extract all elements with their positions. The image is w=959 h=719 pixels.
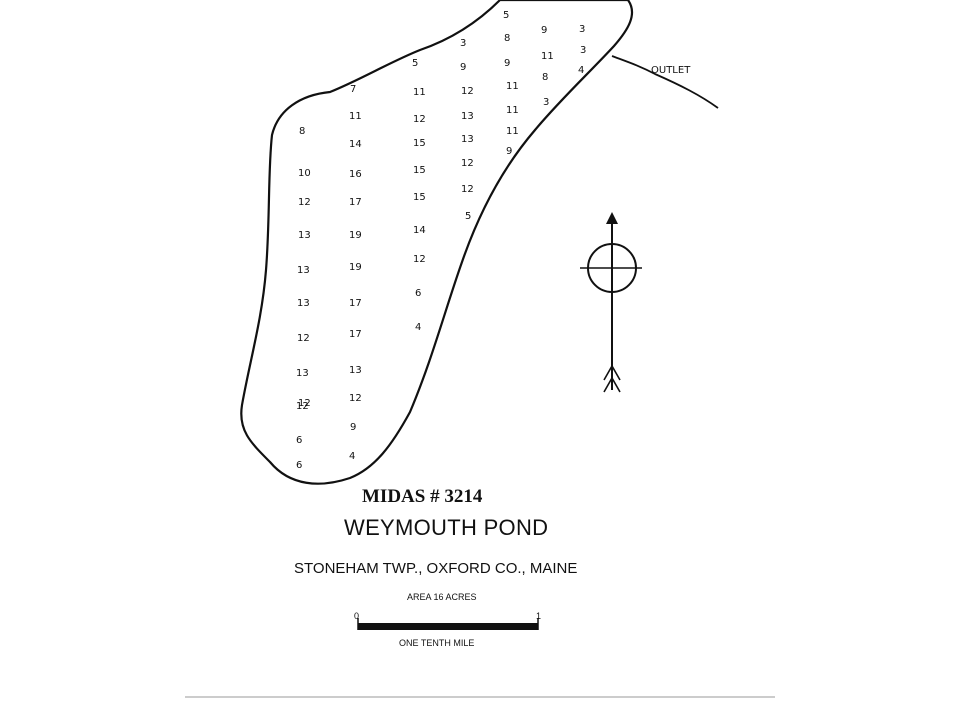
depth-sounding: 7 [350,84,356,95]
depth-sounding: 17 [349,329,362,340]
depth-sounding: 4 [349,451,355,462]
depth-sounding: 15 [413,138,426,149]
depth-sounding: 3 [543,97,549,108]
depth-sounding: 3 [579,24,585,35]
depth-sounding: 6 [415,288,421,299]
scale-end-label: 1 [536,611,542,621]
depth-sounding: 9 [350,422,356,433]
scale-caption: ONE TENTH MILE [399,638,475,648]
depth-sounding: 11 [349,111,362,122]
depth-sounding: 19 [349,262,362,273]
depth-sounding: 9 [460,62,466,73]
depth-sounding: 9 [504,58,510,69]
depth-sounding: 10 [298,168,311,179]
depth-sounding: 11 [541,51,554,62]
depth-sounding: 12 [349,393,362,404]
depth-sounding: 13 [461,134,474,145]
midas-number: MIDAS # 3214 [362,486,483,507]
depth-soundings: 5 9 3 8 9 3 11 4 8 3 3 9 5 11 11 12 12 1… [296,10,586,471]
pond-name: WEYMOUTH POND [344,515,549,540]
depth-sounding: 15 [413,165,426,176]
depth-sounding: 14 [413,225,426,236]
north-arrow-icon [580,212,642,393]
depth-sounding: 13 [349,365,362,376]
depth-sounding: 12 [298,197,311,208]
scale-bar [357,618,539,630]
depth-sounding: 9 [506,146,512,157]
depth-sounding: 12 [298,398,311,409]
depth-sounding: 4 [578,65,584,76]
shoreline [240,0,634,485]
depth-sounding: 3 [580,45,586,56]
depth-sounding: 13 [296,368,309,379]
outlet-label: OUTLET [651,65,691,76]
outlet-stream [611,55,719,109]
depth-sounding: 12 [413,254,426,265]
depth-sounding: 6 [296,460,302,471]
depth-sounding: 8 [504,33,510,44]
scale-start-label: 0 [354,611,360,621]
depth-sounding: 12 [413,114,426,125]
depth-sounding: 17 [349,197,362,208]
depth-sounding: 12 [297,333,310,344]
depth-sounding: 12 [461,158,474,169]
depth-sounding: 13 [297,265,310,276]
depth-sounding: 13 [461,111,474,122]
depth-sounding: 5 [412,58,418,69]
depth-sounding: 13 [298,230,311,241]
depth-sounding: 11 [506,81,519,92]
depth-sounding: 8 [299,126,305,137]
depth-sounding: 15 [413,192,426,203]
depth-sounding: 11 [506,105,519,116]
depth-sounding: 13 [297,298,310,309]
depth-sounding: 3 [460,38,466,49]
depth-sounding: 12 [296,401,309,412]
depth-sounding: 16 [349,169,362,180]
depth-sounding: 11 [413,87,426,98]
depth-sounding: 12 [461,184,474,195]
depth-sounding: 12 [461,86,474,97]
location-label: STONEHAM TWP., OXFORD CO., MAINE [294,560,578,577]
depth-sounding: 9 [541,25,547,36]
depth-sounding: 14 [349,139,362,150]
area-label: AREA 16 ACRES [407,592,477,602]
depth-sounding: 11 [506,126,519,137]
depth-sounding: 17 [349,298,362,309]
depth-sounding: 5 [503,10,509,21]
depth-sounding: 8 [542,72,548,83]
depth-sounding: 19 [349,230,362,241]
depth-sounding: 4 [415,322,421,333]
depth-sounding: 6 [296,435,302,446]
depth-sounding: 5 [465,211,471,222]
